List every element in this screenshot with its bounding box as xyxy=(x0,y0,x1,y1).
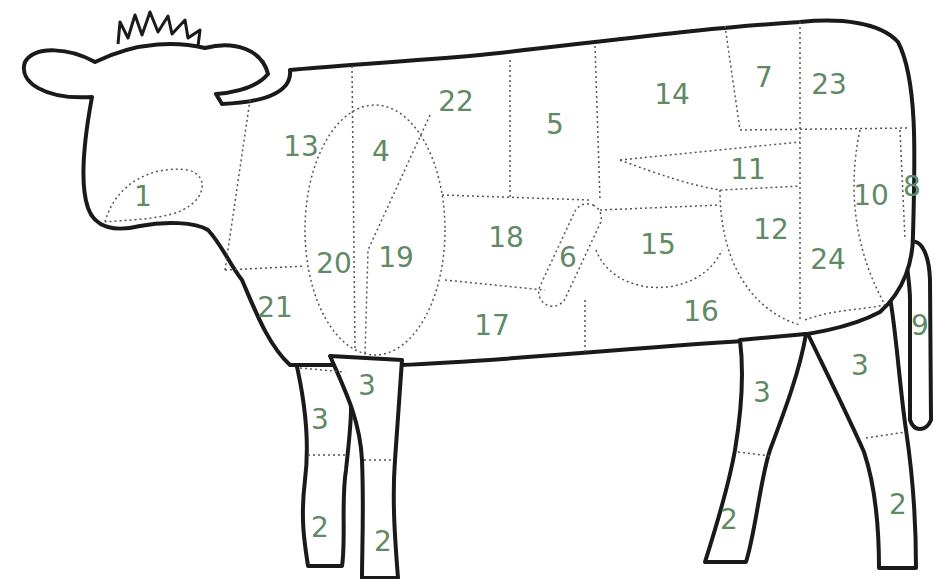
callout-number: 7 xyxy=(755,64,773,92)
callout-number: 21 xyxy=(257,294,293,322)
callout-number: 10 xyxy=(853,182,889,210)
callout-number: 20 xyxy=(316,250,352,278)
callout-number: 11 xyxy=(730,156,766,184)
callout-number: 3 xyxy=(311,406,329,434)
callout-number: 19 xyxy=(378,244,414,272)
callout-number: 13 xyxy=(283,133,319,161)
callout-number: 23 xyxy=(811,71,847,99)
callout-number: 3 xyxy=(753,379,771,407)
callout-number: 2 xyxy=(720,506,738,534)
callout-number: 5 xyxy=(546,111,564,139)
callout-number: 17 xyxy=(474,312,510,340)
callout-number: 12 xyxy=(753,216,789,244)
callout-number: 18 xyxy=(488,224,524,252)
callout-number: 8 xyxy=(903,173,921,201)
callout-number: 16 xyxy=(683,298,719,326)
callout-number: 3 xyxy=(851,352,869,380)
callout-number: 3 xyxy=(358,372,376,400)
callout-number: 24 xyxy=(810,246,846,274)
callout-number: 14 xyxy=(654,81,690,109)
callout-number: 2 xyxy=(889,491,907,519)
callout-number: 6 xyxy=(559,244,577,272)
callout-number: 1 xyxy=(134,183,152,211)
callout-number: 22 xyxy=(438,88,474,116)
callout-number: 2 xyxy=(311,514,329,542)
callout-number: 9 xyxy=(911,312,929,340)
callout-number: 15 xyxy=(640,231,676,259)
callout-number: 4 xyxy=(372,138,390,166)
callout-number: 2 xyxy=(374,528,392,556)
